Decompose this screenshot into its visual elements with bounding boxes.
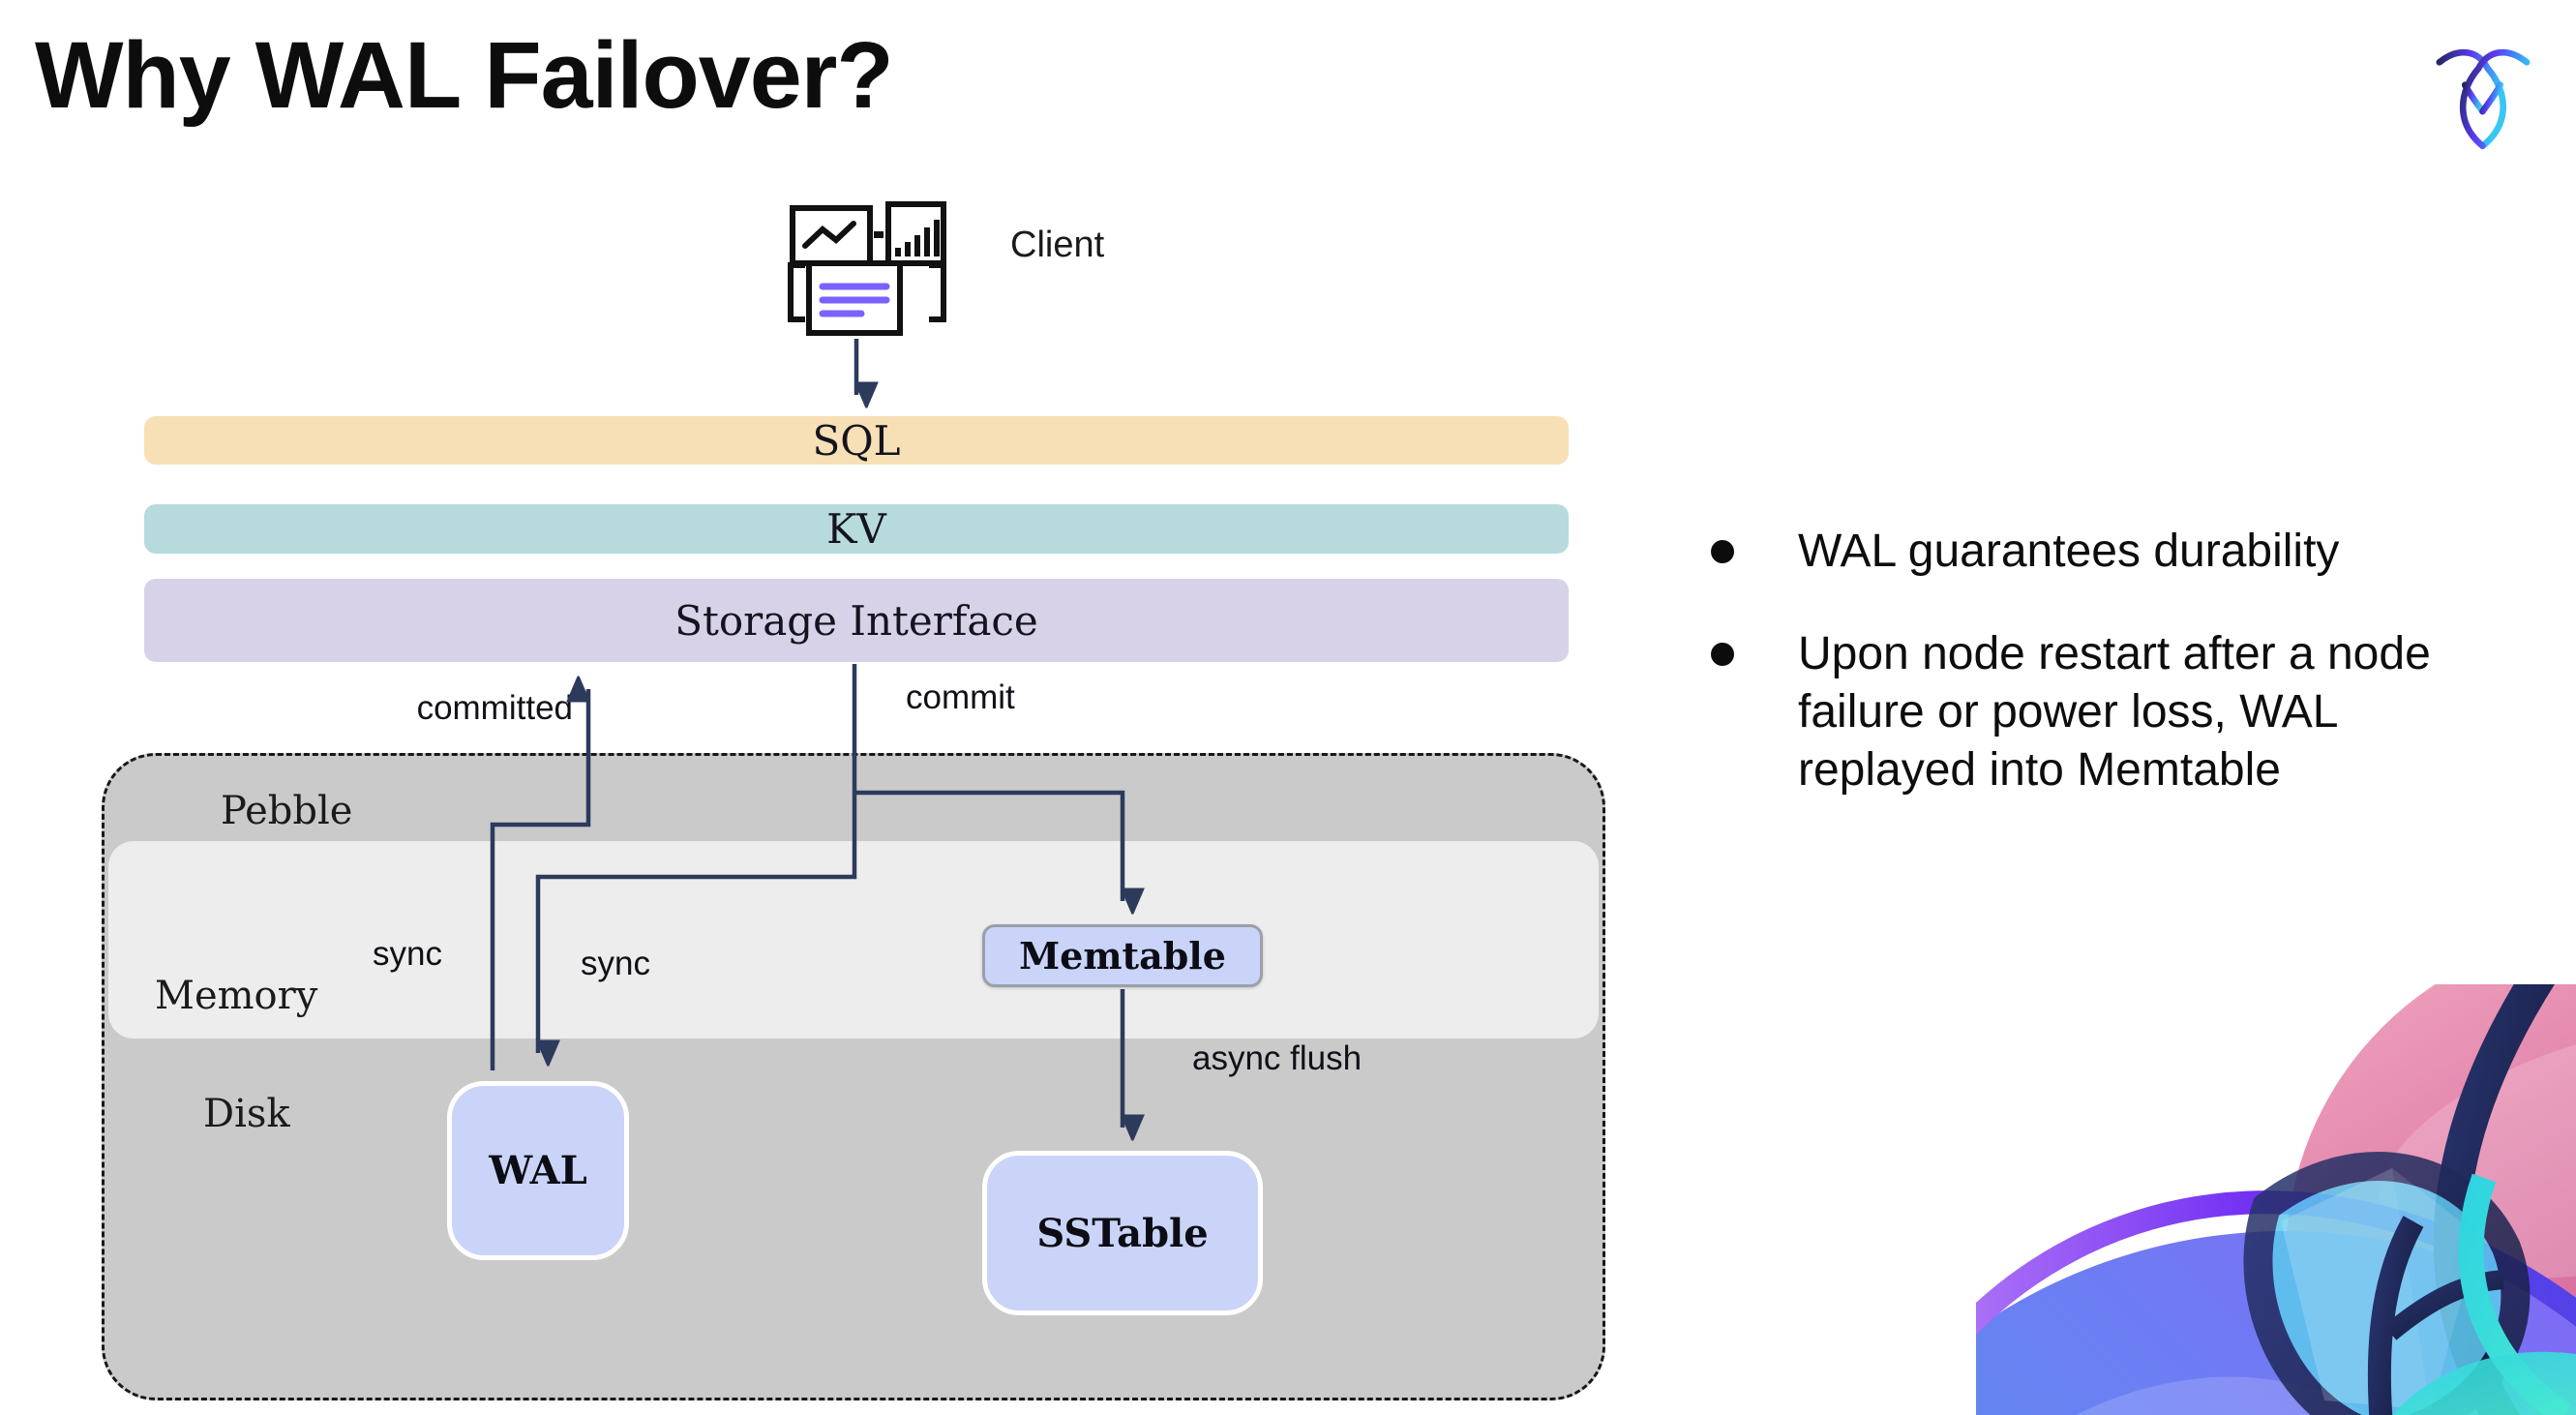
layer-sql: SQL <box>144 416 1569 465</box>
memory-region <box>108 841 1599 1039</box>
memtable-node: Memtable <box>982 924 1263 987</box>
pebble-label: Pebble <box>221 789 353 833</box>
document-icon <box>806 260 903 336</box>
bullet-text: WAL guarantees durability <box>1798 526 2340 577</box>
memory-label: Memory <box>155 974 318 1018</box>
client-computer-icon <box>788 201 946 336</box>
memtable-label: Memtable <box>1019 934 1226 978</box>
edge-label-committed: committed <box>416 689 573 727</box>
line-chart-icon <box>790 205 873 266</box>
layer-storage-label: Storage Interface <box>674 596 1038 645</box>
edge-label-sync-left: sync <box>373 935 442 973</box>
edge-label-sync-right: sync <box>581 945 650 982</box>
bracket-right-icon <box>929 262 946 322</box>
layer-kv-label: KV <box>826 505 886 553</box>
bullet-dot-icon <box>1711 643 1734 666</box>
cockroachdb-logo-icon <box>2436 48 2531 150</box>
sstable-node: SSTable <box>982 1151 1263 1315</box>
client-label: Client <box>1010 225 1105 265</box>
layer-storage-interface: Storage Interface <box>144 579 1569 662</box>
list-item: WAL guarantees durability <box>1711 523 2514 581</box>
brand-art-decoration <box>1976 984 2576 1415</box>
layer-kv: KV <box>144 504 1569 554</box>
edge-label-async-flush: async flush <box>1192 1039 1363 1077</box>
wal-node: WAL <box>447 1081 629 1260</box>
edge-label-commit: commit <box>906 678 1015 716</box>
disk-label: Disk <box>203 1092 290 1136</box>
layer-sql-label: SQL <box>812 416 901 465</box>
sstable-label: SSTable <box>1036 1210 1209 1256</box>
bullet-text: Upon node restart after a node failure o… <box>1798 628 2431 796</box>
list-item: Upon node restart after a node failure o… <box>1711 625 2514 799</box>
document-text-lines <box>819 283 890 317</box>
bullet-dot-icon <box>1711 540 1734 563</box>
bar-chart-icon <box>885 201 946 266</box>
wal-label: WAL <box>489 1148 587 1193</box>
bracket-left-icon <box>788 262 805 322</box>
slide-title: Why WAL Failover? <box>35 22 894 128</box>
bullet-list: WAL guarantees durability Upon node rest… <box>1711 523 2514 844</box>
